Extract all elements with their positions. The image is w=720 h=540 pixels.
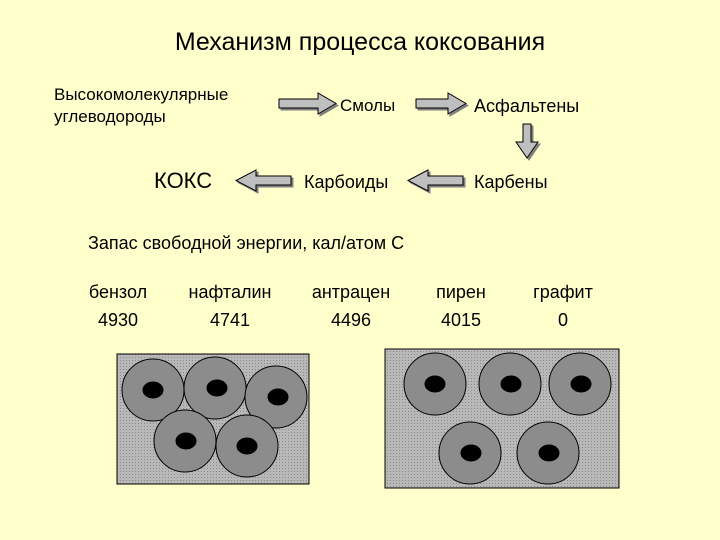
node-carboids: Карбоиды bbox=[304, 172, 389, 192]
page-title: Механизм процесса коксования bbox=[174, 28, 546, 56]
node-resins: Смолы bbox=[340, 96, 396, 115]
particle-cluster-left bbox=[121, 356, 308, 478]
particle-core bbox=[175, 432, 197, 450]
energy-column-benzene: бензол 4930 bbox=[68, 278, 168, 334]
arrow-left-icon bbox=[234, 169, 292, 192]
particle-core bbox=[142, 381, 164, 399]
particle-core bbox=[424, 375, 446, 393]
energy-column-naphthalene: нафталин 4741 bbox=[180, 278, 280, 334]
energy-heading: Запас свободной энергии, кал/атом С bbox=[88, 233, 405, 253]
particle-core bbox=[538, 444, 560, 462]
arrow-down-icon bbox=[515, 123, 539, 159]
energy-value: 4015 bbox=[440, 310, 482, 330]
node-high-molecular-hydrocarbons: Высокомолекулярные углеводороды bbox=[54, 84, 274, 128]
particle-cluster-right bbox=[403, 352, 612, 485]
energy-column-pyrene: пирен 4015 bbox=[411, 278, 511, 334]
particle-core bbox=[267, 388, 289, 406]
energy-name: графит bbox=[533, 282, 593, 302]
node-hydrocarbons-line2: углеводороды bbox=[54, 107, 166, 126]
particle-core bbox=[460, 444, 482, 462]
energy-name: бензол bbox=[88, 282, 148, 302]
particle-core bbox=[570, 375, 592, 393]
node-carbenes: Карбены bbox=[474, 172, 548, 192]
node-hydrocarbons-line1: Высокомолекулярные bbox=[54, 85, 229, 104]
energy-value: 4930 bbox=[97, 310, 139, 330]
energy-value: 0 bbox=[557, 310, 568, 330]
arrow-right-icon bbox=[415, 92, 467, 115]
particle-core bbox=[500, 375, 522, 393]
particle-core bbox=[236, 437, 258, 455]
energy-name: нафталин bbox=[188, 282, 272, 302]
node-coke: КОКС bbox=[154, 168, 213, 193]
energy-name: пирен bbox=[436, 282, 486, 302]
arrow-left-icon bbox=[406, 169, 464, 192]
energy-name: антрацен bbox=[311, 282, 391, 302]
particle-core bbox=[206, 379, 228, 397]
node-asphaltenes: Асфальтены bbox=[474, 96, 580, 116]
energy-value: 4496 bbox=[330, 310, 372, 330]
energy-column-graphite: графит 0 bbox=[513, 278, 613, 334]
arrow-right-icon bbox=[278, 92, 337, 115]
energy-column-anthracene: антрацен 4496 bbox=[301, 278, 401, 334]
energy-value: 4741 bbox=[209, 310, 251, 330]
